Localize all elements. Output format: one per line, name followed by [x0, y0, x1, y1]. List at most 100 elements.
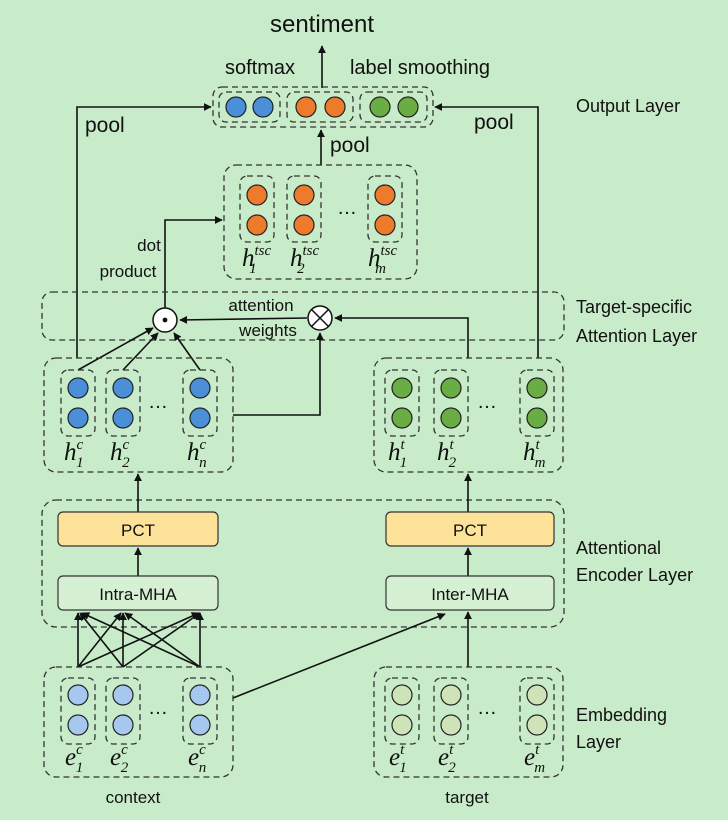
context-input-label: context [106, 788, 161, 807]
hn-to-dot-arrow [173, 332, 201, 371]
target-embedding-node [440, 684, 462, 706]
pool-right-label: pool [474, 111, 514, 134]
pct-right-box [385, 511, 555, 547]
target-to-multiply-arrow [334, 314, 469, 358]
context-to-inter-mha-arrow [232, 612, 446, 699]
tsc-node [374, 184, 396, 206]
multiply-operator [307, 305, 333, 331]
intra-mha-input-arrows [74, 612, 204, 668]
tsc-node [293, 184, 315, 206]
output-orange-node [295, 96, 317, 118]
sentiment-title: sentiment [270, 11, 374, 38]
inter-mha-box [385, 575, 555, 611]
attention-layer-label-2: Attention Layer [576, 326, 697, 346]
attention-layer-label-1: Target-specific [576, 297, 692, 317]
encoder-layer-label-2: Encoder Layer [576, 565, 693, 585]
inter-mha-label: Inter-MHA [431, 585, 509, 604]
context-embedding-ellipsis: … [148, 697, 168, 719]
product-label: product [100, 262, 157, 281]
context-to-multiply-arrow [233, 332, 324, 416]
context-hidden-node [189, 377, 211, 399]
context-hidden-node [112, 377, 134, 399]
target-input-label: target [445, 788, 489, 807]
target-hidden-node [391, 377, 413, 399]
context-embedding-node [189, 714, 211, 736]
output-vector-group [212, 86, 434, 128]
dot-label: dot [137, 236, 161, 255]
label-smoothing-label: label smoothing [350, 57, 490, 79]
context-embedding-node [112, 684, 134, 706]
context-hidden-node [112, 407, 134, 429]
tsc-node [246, 184, 268, 206]
output-blue-node [252, 96, 274, 118]
attention-layer-box [41, 291, 565, 341]
dot-product-operator-dot [162, 317, 168, 323]
embedding-layer-label-1: Embedding [576, 705, 667, 725]
dot-product-arrow [164, 216, 223, 308]
tsc-node [293, 214, 315, 236]
embedding-layer-label-2: Layer [576, 732, 621, 752]
tsc-ellipsis: … [337, 197, 357, 219]
context-hidden-node [189, 407, 211, 429]
encoder-layer-label-1: Attentional [576, 538, 661, 558]
output-blue-node [225, 96, 247, 118]
target-hidden-node [526, 377, 548, 399]
context-embedding-node [112, 714, 134, 736]
target-embedding-node [440, 714, 462, 736]
attention-weights-arrow [179, 315, 308, 324]
context-hidden-ellipsis: … [148, 391, 168, 413]
h1-to-dot-arrow [77, 327, 154, 371]
pool-left-label: pool [85, 114, 125, 137]
intra-mha-box [57, 575, 219, 611]
context-hidden-node [67, 377, 89, 399]
context-hidden-node [67, 407, 89, 429]
pool-middle-label: pool [330, 134, 370, 157]
softmax-label: softmax [225, 57, 295, 79]
target-embedding-node [391, 714, 413, 736]
target-hidden-node [440, 377, 462, 399]
intra-mha-label: Intra-MHA [99, 585, 177, 604]
target-embedding-node [526, 714, 548, 736]
attention-weights-label-2: weights [238, 321, 297, 340]
tsc-node [374, 214, 396, 236]
pct-left-box [57, 511, 219, 547]
output-layer-label: Output Layer [576, 96, 680, 116]
pool-left-arrow [76, 103, 212, 358]
context-embedding-node [67, 714, 89, 736]
output-orange-node [324, 96, 346, 118]
target-hidden-ellipsis: … [477, 391, 497, 413]
pool-right-arrow [434, 103, 539, 358]
h2-to-dot-arrow [122, 332, 159, 371]
output-green-node [369, 96, 391, 118]
target-hidden-node [391, 407, 413, 429]
context-embedding-node [189, 684, 211, 706]
tsc-node [246, 214, 268, 236]
encoder-layer-box [41, 499, 565, 628]
target-embedding-node [391, 684, 413, 706]
pct-left-label: PCT [121, 521, 155, 540]
target-embedding-ellipsis: … [477, 697, 497, 719]
target-hidden-node [440, 407, 462, 429]
output-green-node [397, 96, 419, 118]
target-embedding-node [526, 684, 548, 706]
